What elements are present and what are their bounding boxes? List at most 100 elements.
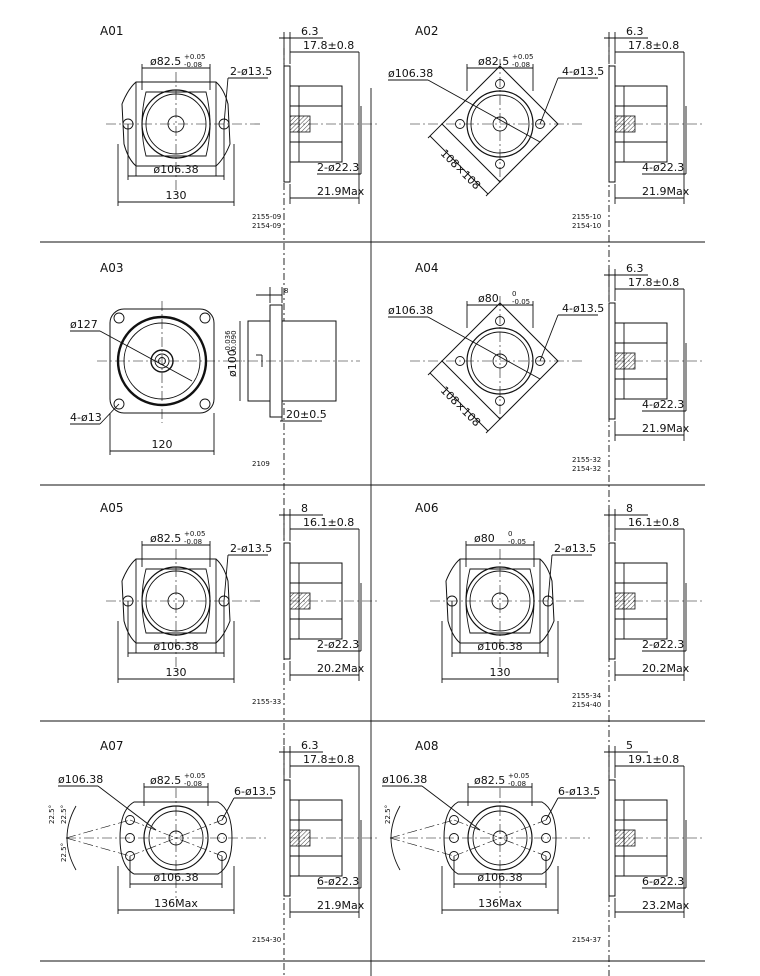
holes-label: 4-ø13 [70,411,102,424]
bolt-circle-top-label: ø106.38 [58,773,103,786]
extension-line [427,360,443,376]
part-code: 2109 [252,460,270,468]
holes-label: 4-ø13.5 [562,65,604,78]
length-label: 19.1±0.8 [628,753,679,766]
max-length-label: 21.9Max [642,185,690,198]
length-label: 20±0.5 [286,408,327,421]
length-label: 17.8±0.8 [303,753,354,766]
cell-title: A03 [100,261,123,275]
flange-outline [119,801,233,875]
flange-thickness-label: 8 [301,502,308,515]
leader-line [427,79,541,143]
shaft-circle [168,830,184,846]
max-length-label: 21.9Max [317,899,365,912]
max-length-label: 21.9Max [317,185,365,198]
cell-title: A07 [100,739,123,753]
length-label: 17.8±0.8 [303,39,354,52]
ports-label: 4-ø22.3 [642,161,684,174]
part-code: 2155-10 [572,213,601,221]
ports-label: 2-ø22.3 [317,638,359,651]
dimension-line [429,372,489,432]
tolerance-upper: +0.05 [512,53,533,61]
bolt-hole [495,396,505,406]
bolt-hole [495,316,505,326]
tolerance-lower: -0.08 [184,61,202,69]
tolerance-upper: 0 [508,530,512,538]
side-flange-plate [283,65,291,183]
flange-thickness-label: 6.3 [301,25,319,38]
bolt-circle-label: ø106.38 [388,67,433,80]
pilot-diameter-label: ø80 [474,532,495,545]
leader-line [545,797,559,821]
leader-line [97,785,157,831]
inner-circle [123,322,201,400]
bolt-hole [495,159,505,169]
dimension-line [429,135,489,195]
cell-a08: A08ø82.5+0.05-0.086-ø13.5ø106.3822.5°ø10… [382,739,702,944]
tolerance-lower: -0.05 [512,298,530,306]
tolerance-upper: 0 [512,290,516,298]
holes-label: 2-ø13.5 [230,542,272,555]
flange-outline [443,801,557,875]
hub-circle [150,349,174,373]
flange-thickness-label: 6.3 [626,25,644,38]
side-flange-plate [608,302,616,420]
pilot-circle [141,89,211,159]
pilot-circle [141,566,211,636]
side-flange-plate [283,779,291,897]
pilot-diameter-label: ø82.5 [150,55,181,68]
bolt-circle-top-label: ø106.38 [382,773,427,786]
flange-thickness-label: 8 [626,502,633,515]
width-label: 130 [166,666,187,679]
bolt-hole [535,119,545,129]
leader-line [539,77,559,125]
angle-label-1: 22.5° [60,805,68,824]
pilot-inner-circle [470,94,530,154]
width-label: 136Max [478,897,522,910]
shaft-circle [491,592,509,610]
flange-thickness-label: 8 [284,287,288,295]
bolt-circle-label: ø106.38 [153,871,198,884]
holes-label: 6-ø13.5 [234,785,276,798]
ports-label: 6-ø22.3 [317,875,359,888]
cell-title: A06 [415,501,438,515]
leader-line [221,797,235,821]
flange-inner-outline [465,568,535,634]
tolerance-upper: -0.036 [224,330,232,353]
angle-label-2: 22.5° [48,805,56,824]
pilot-circle [466,90,534,158]
cell-title: A05 [100,501,123,515]
angle-leader [389,819,455,839]
angle-leader [65,837,131,857]
side-flange-plate [608,779,616,897]
pilot-diameter-label: ø82.5 [474,774,505,787]
length-label: 16.1±0.8 [303,516,354,529]
length-label: 17.8±0.8 [628,39,679,52]
ports-label: 2-ø22.3 [317,161,359,174]
side-flange-plate [283,542,291,660]
extension-line [427,123,443,139]
part-code: 2155-34 [572,692,602,700]
angle-label-3: 22.5° [60,843,68,862]
ports-label: 4-ø22.3 [642,398,684,411]
width-label: 130 [166,189,187,202]
pilot-diameter-label: ø82.5 [150,532,181,545]
holes-label: 4-ø13.5 [562,302,604,315]
tolerance-lower: -0.08 [512,61,530,69]
tolerance-upper: +0.05 [508,772,529,780]
shaft-circle [492,830,508,846]
max-length-label: 21.9Max [642,422,690,435]
bolt-hole [113,312,125,324]
diagonal-centre-line [129,819,223,857]
pilot-inner-circle [470,331,530,391]
pilot-circle [466,327,534,395]
extension-line [485,181,501,197]
bolt-circle-label: ø106.38 [477,640,522,653]
pilot-diameter-label: ø82.5 [150,774,181,787]
outer-circle [116,315,208,407]
pilot-inner-circle [469,570,531,632]
